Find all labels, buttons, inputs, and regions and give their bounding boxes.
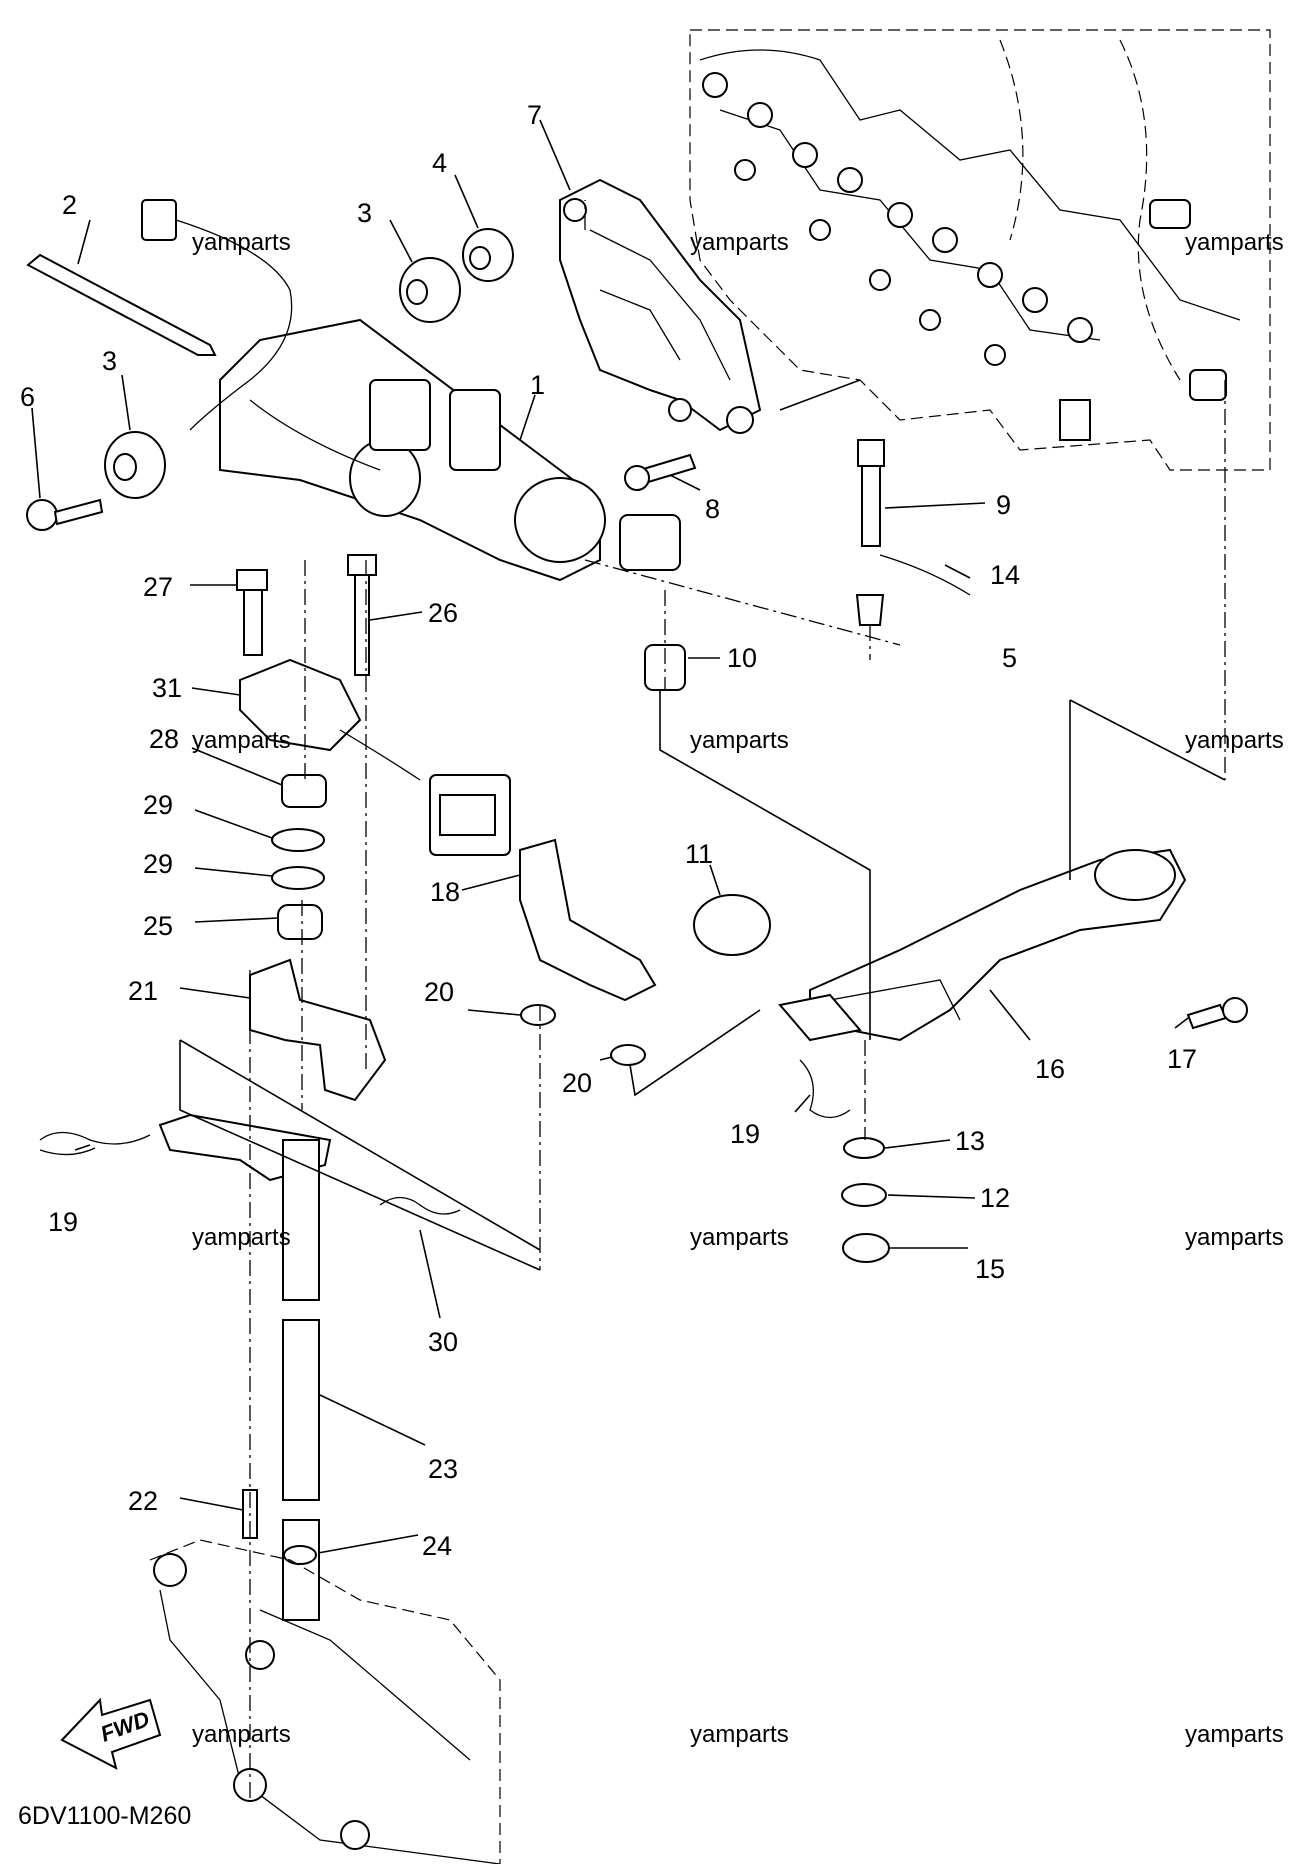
clips (39, 1059, 851, 1215)
washers-12-13-15 (841, 1137, 890, 1263)
callout-3-upper: 3 (357, 198, 372, 228)
callout-5: 5 (1002, 643, 1017, 673)
callout-14: 14 (990, 560, 1020, 590)
arm-part-16 (778, 848, 1187, 1042)
callout-18: 18 (430, 877, 460, 907)
callout-29-lower: 29 (143, 849, 173, 879)
pin-parts-9-14-5 (855, 439, 971, 626)
callout-numbers: 1 2 3 3 4 5 6 7 8 9 10 11 12 13 14 15 16… (20, 100, 1197, 1561)
callout-7: 7 (527, 100, 542, 130)
watermark: yamparts (192, 1721, 291, 1748)
callout-28: 28 (149, 724, 179, 754)
callout-16: 16 (1035, 1054, 1065, 1084)
leader-lines (31, 119, 1189, 1554)
callout-4: 4 (432, 148, 447, 178)
engine-block-outline (689, 29, 1271, 471)
lever-part-21 (249, 958, 387, 1102)
callout-13: 13 (955, 1126, 985, 1156)
callout-19-right: 19 (730, 1119, 760, 1149)
callout-3-lower: 3 (102, 346, 117, 376)
washers-stack (271, 774, 327, 940)
callout-25: 25 (143, 911, 173, 941)
watermark: yamparts (690, 229, 789, 256)
collar-part-11 (693, 894, 771, 956)
watermarks: yamparts yamparts yamparts yamparts yamp… (192, 229, 1284, 1748)
bracket-part-7 (559, 178, 762, 434)
watermark: yamparts (690, 1721, 789, 1748)
wire-harness (26, 199, 293, 431)
watermark: yamparts (1185, 1721, 1284, 1748)
callout-22: 22 (128, 1486, 158, 1516)
bushings (26, 228, 514, 531)
callout-6: 6 (20, 382, 35, 412)
callout-2: 2 (62, 190, 77, 220)
callout-19-left: 19 (48, 1207, 78, 1237)
watermark: yamparts (192, 229, 291, 256)
watermark: yamparts (1185, 1224, 1284, 1251)
callout-15: 15 (975, 1254, 1005, 1284)
callout-20-right: 20 (562, 1068, 592, 1098)
callout-27: 27 (143, 572, 173, 602)
callout-29-upper: 29 (143, 790, 173, 820)
watermark: yamparts (192, 727, 291, 754)
shift-rod-part-1 (219, 318, 681, 582)
bolt-part-17 (1186, 1003, 1228, 1030)
shaft-part-23 (158, 1113, 332, 1621)
watermark: yamparts (690, 727, 789, 754)
callout-21: 21 (128, 976, 158, 1006)
callout-26: 26 (428, 598, 458, 628)
sensor-part-31 (236, 554, 511, 856)
watermark: yamparts (1185, 727, 1284, 754)
callout-10: 10 (727, 643, 757, 673)
callout-9: 9 (996, 490, 1011, 520)
watermark: yamparts (1185, 229, 1284, 256)
watermark: yamparts (690, 1224, 789, 1251)
callout-1: 1 (530, 370, 545, 400)
callout-11: 11 (685, 839, 713, 869)
diagram-code: 6DV1100-M260 (18, 1802, 191, 1830)
fwd-arrow-icon: FWD (60, 1697, 162, 1770)
callout-23: 23 (428, 1454, 458, 1484)
callout-20-left: 20 (424, 977, 454, 1007)
callout-17: 17 (1167, 1044, 1197, 1074)
plate-part-18 (519, 838, 657, 1066)
callout-31: 31 (152, 673, 182, 703)
callout-12: 12 (980, 1183, 1010, 1213)
callout-24: 24 (422, 1531, 452, 1561)
lower-housing-outline (149, 1539, 501, 1864)
alignment-lines (179, 200, 1226, 1800)
callout-30: 30 (428, 1327, 458, 1357)
callout-8: 8 (705, 494, 720, 524)
watermark: yamparts (192, 1224, 291, 1251)
